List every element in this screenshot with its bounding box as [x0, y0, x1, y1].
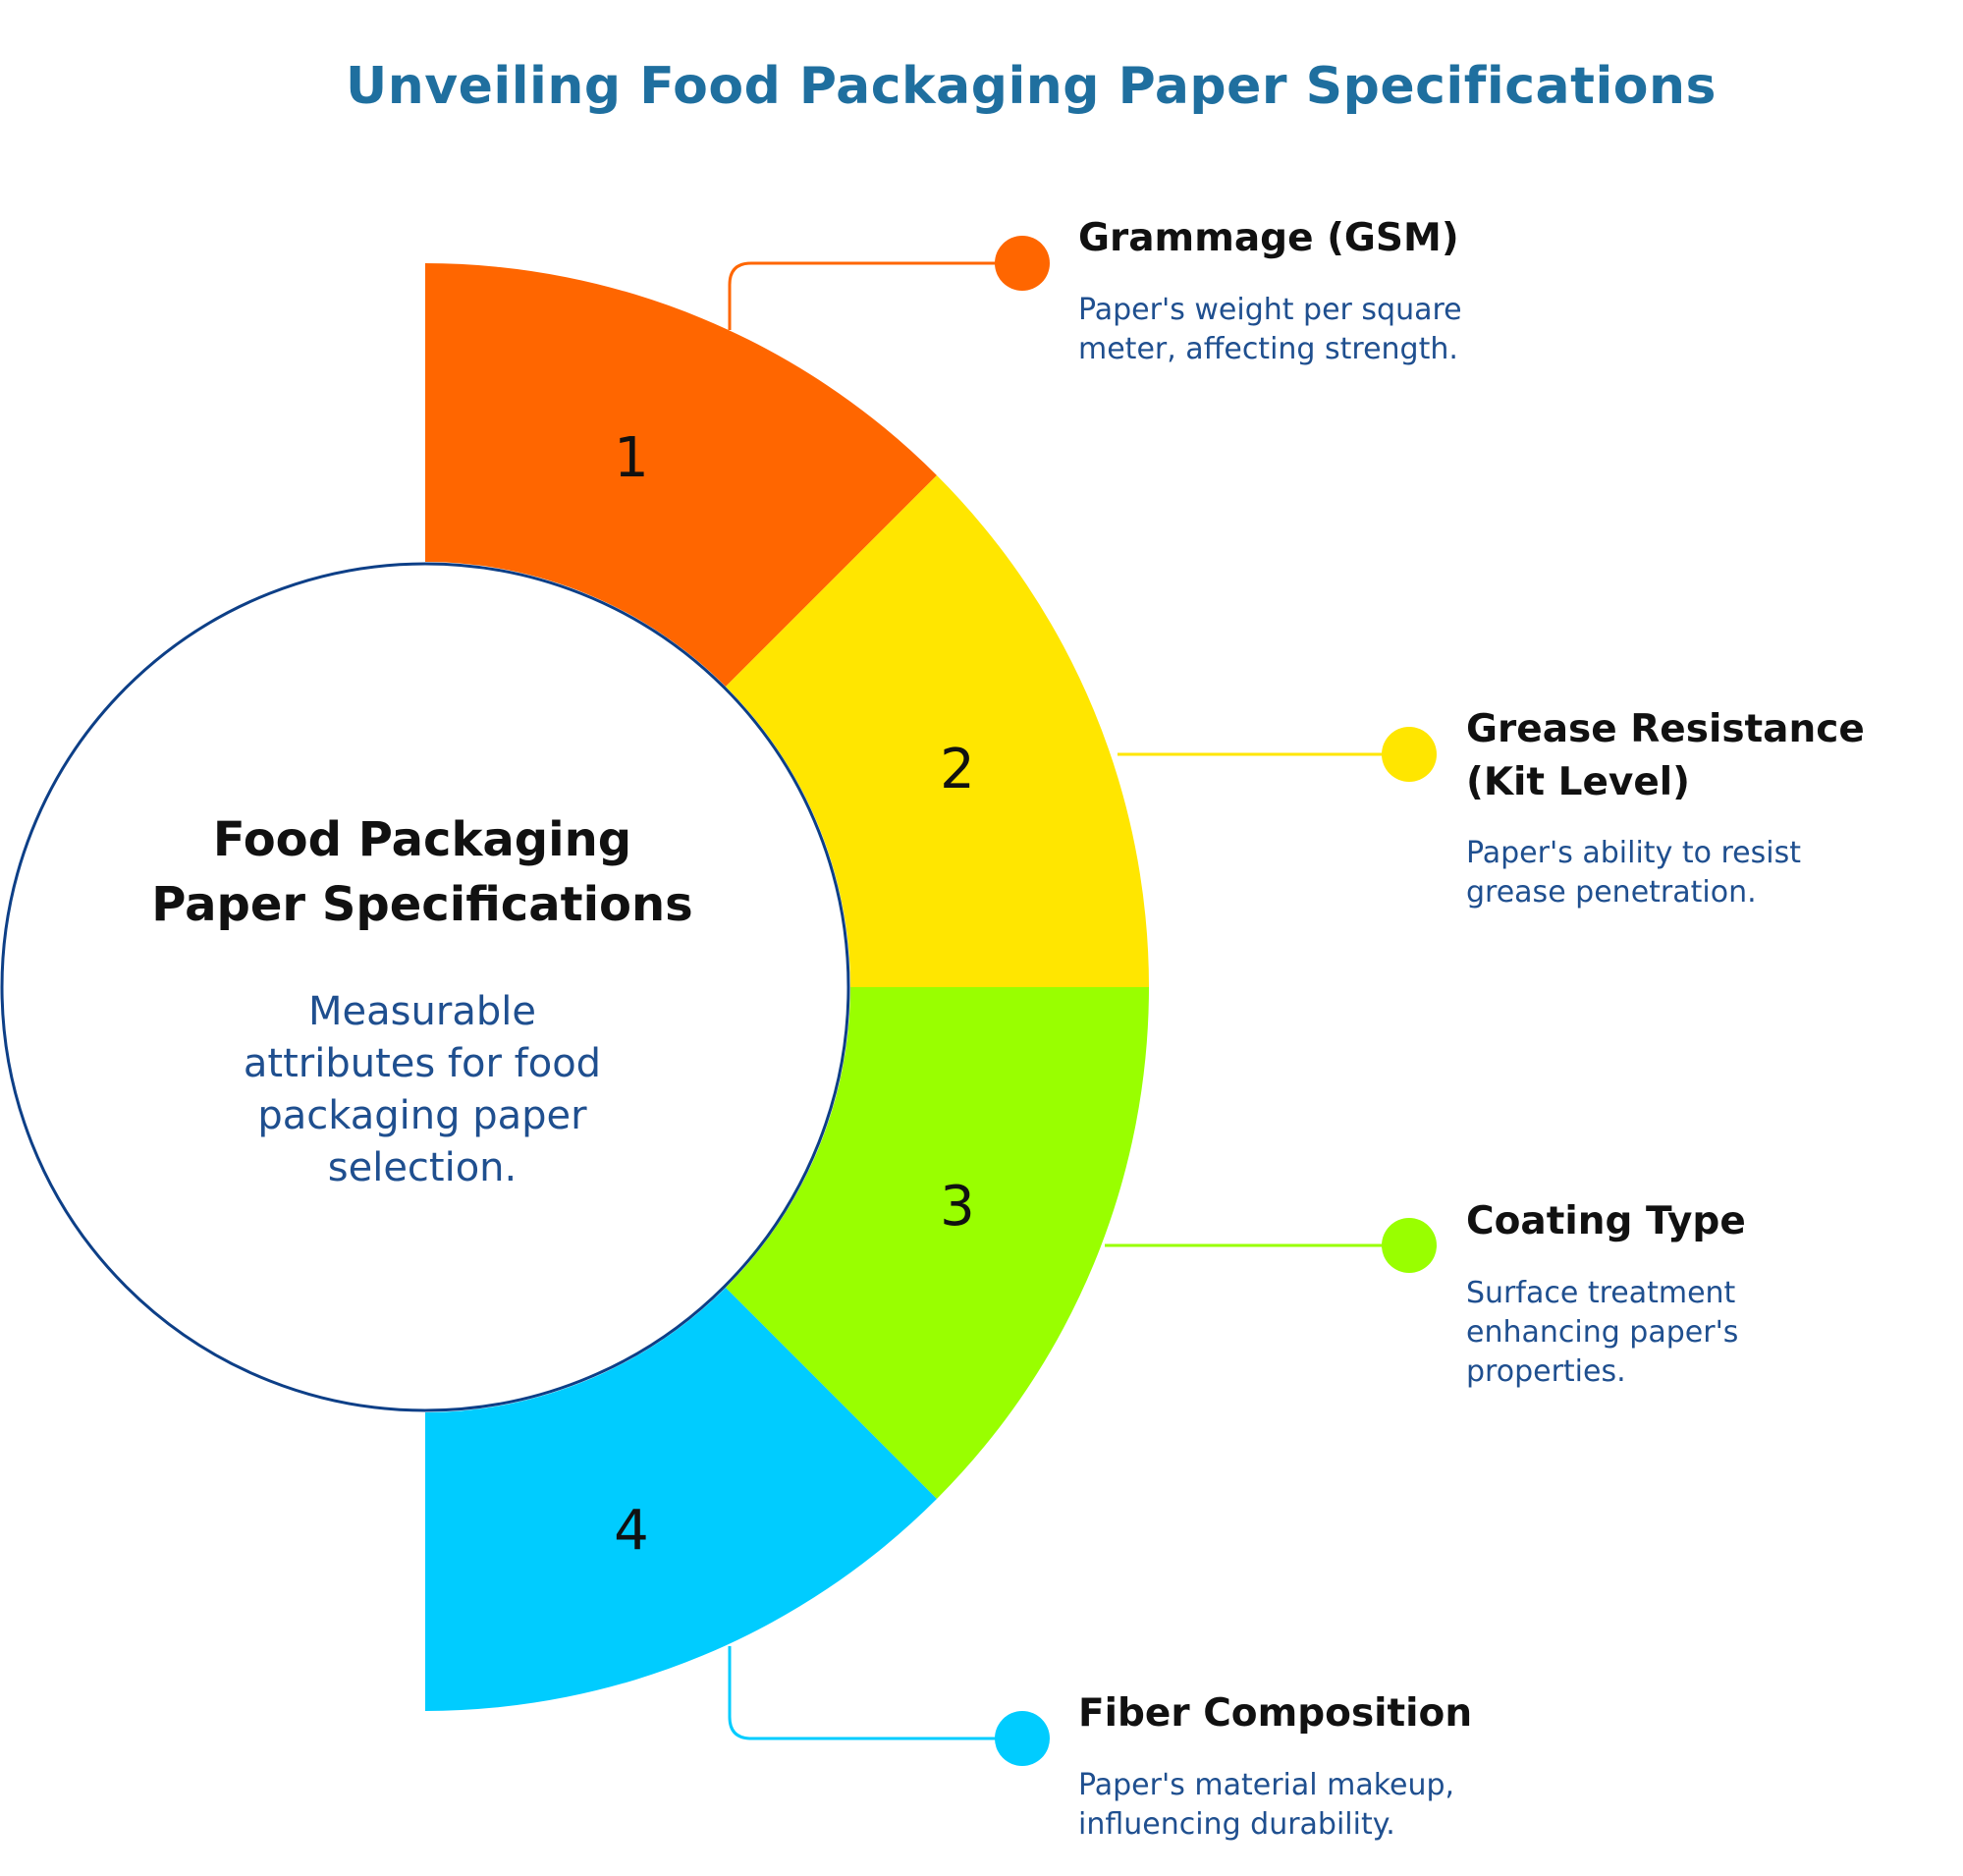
item-desc-line: properties. [1466, 1354, 1626, 1389]
segment-2 [726, 475, 1149, 987]
center-title-line: Food Packaging [212, 812, 632, 867]
connector-dot-1 [995, 236, 1050, 291]
segment-number-4: 4 [614, 1499, 649, 1563]
center-desc-line: attributes for food [243, 1041, 602, 1086]
item-3-description: Surface treatment enhancing paper's prop… [1466, 1274, 1738, 1392]
center-desc-line: Measurable [308, 989, 536, 1034]
item-desc-line: influencing durability. [1078, 1807, 1395, 1842]
center-title-line: Paper Specifications [151, 877, 693, 932]
item-4-title: Fiber Composition [1078, 1687, 1472, 1740]
segment-number-3: 3 [940, 1175, 975, 1239]
item-desc-line: enhancing paper's [1466, 1315, 1739, 1350]
item-desc-line: Paper's ability to resist [1466, 836, 1802, 870]
item-title-line: Grease Resistance [1466, 707, 1865, 751]
item-2-title: Grease Resistance (Kit Level) [1466, 703, 1865, 809]
item-title-line: (Kit Level) [1466, 760, 1691, 804]
page-title: Unveiling Food Packaging Paper Specifica… [346, 57, 1717, 116]
center-circle [0, 562, 850, 1412]
item-title-line: Coating Type [1466, 1199, 1746, 1243]
item-desc-line: Surface treatment [1466, 1276, 1736, 1310]
segment-1 [425, 263, 937, 687]
center-desc-line: selection. [327, 1145, 518, 1190]
segment-number-1: 1 [614, 426, 649, 490]
item-title-line: Grammage (GSM) [1078, 216, 1459, 260]
connector-1 [728, 261, 1022, 330]
item-2-description: Paper's ability to resist grease penetra… [1466, 834, 1801, 912]
center-description: Measurable attributes for food packaging… [98, 986, 746, 1194]
segment-4 [425, 1288, 937, 1711]
connector-dot-4 [995, 1711, 1050, 1766]
item-4-description: Paper's material makeup, influencing dur… [1078, 1766, 1454, 1845]
connector-dot-2 [1382, 727, 1437, 782]
segment-number-2: 2 [940, 738, 975, 801]
item-desc-line: grease penetration. [1466, 875, 1757, 910]
center-desc-line: packaging paper [257, 1093, 587, 1138]
connector-dot-3 [1382, 1218, 1437, 1273]
segment-3 [726, 987, 1149, 1499]
item-1-title: Grammage (GSM) [1078, 212, 1459, 265]
item-desc-line: Paper's material makeup, [1078, 1768, 1455, 1802]
item-3-title: Coating Type [1466, 1195, 1746, 1248]
item-title-line: Fiber Composition [1078, 1691, 1473, 1736]
item-1-description: Paper's weight per square meter, affecti… [1078, 291, 1462, 369]
center-title: Food Packaging Paper Specifications [98, 807, 746, 937]
connector-4 [728, 1646, 1022, 1740]
item-desc-line: Paper's weight per square [1078, 293, 1462, 327]
item-desc-line: meter, affecting strength. [1078, 332, 1458, 366]
